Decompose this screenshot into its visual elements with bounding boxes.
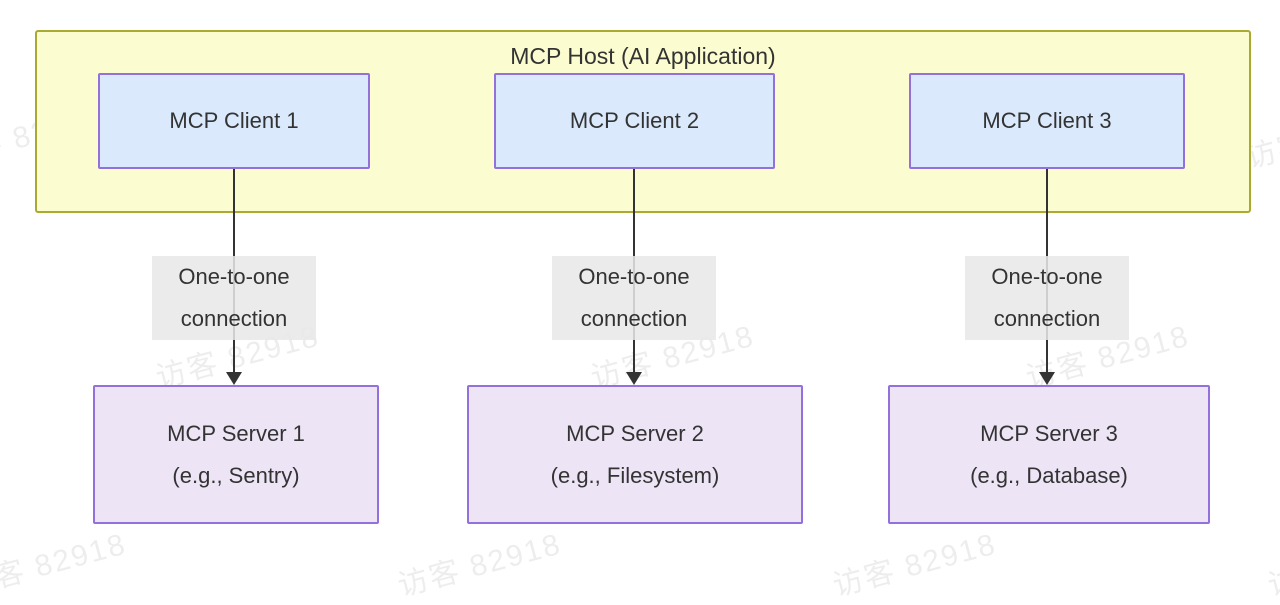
- watermark: 访客 82918: [394, 527, 566, 604]
- connection-label-3-line2: connection: [993, 306, 1101, 331]
- mcp-client-1-node: MCP Client 1: [98, 73, 370, 169]
- mcp-server-1-node: MCP Server 1 (e.g., Sentry): [93, 385, 379, 524]
- watermark: 访客 82918: [829, 527, 1001, 604]
- connection-label-3-line1: One-to-one: [991, 264, 1103, 289]
- connection-label-1-line2: connection: [180, 306, 288, 331]
- mcp-server-3-example: (e.g., Database): [970, 462, 1128, 488]
- connection-label-1-line1: One-to-one: [178, 264, 290, 289]
- connection-label-2-line2: connection: [580, 306, 688, 331]
- arrow-down-icon: [226, 372, 242, 385]
- mcp-client-3-label: MCP Client 3: [982, 108, 1112, 133]
- mcp-server-2-name: MCP Server 2: [566, 420, 704, 446]
- mcp-server-1-example: (e.g., Sentry): [172, 462, 300, 488]
- connection-label-2-line1: One-to-one: [578, 264, 690, 289]
- connection-label-2: One-to-one connection: [552, 256, 716, 340]
- mcp-client-2-node: MCP Client 2: [494, 73, 775, 169]
- mcp-server-2-node: MCP Server 2 (e.g., Filesystem): [467, 385, 803, 524]
- mcp-host-label: MCP Host (AI Application): [510, 43, 776, 69]
- connection-label-3: One-to-one connection: [965, 256, 1129, 340]
- arrow-down-icon: [1039, 372, 1055, 385]
- mcp-client-1-label: MCP Client 1: [169, 108, 299, 133]
- mcp-client-3-node: MCP Client 3: [909, 73, 1185, 169]
- mcp-server-2-example: (e.g., Filesystem): [550, 462, 720, 488]
- arrow-down-icon: [626, 372, 642, 385]
- mcp-server-1-name: MCP Server 1: [167, 420, 305, 446]
- watermark: 访客 82918: [0, 527, 131, 604]
- mcp-server-3-name: MCP Server 3: [980, 420, 1118, 446]
- mcp-client-2-label: MCP Client 2: [569, 108, 700, 133]
- mcp-server-3-node: MCP Server 3 (e.g., Database): [888, 385, 1210, 524]
- connection-label-1: One-to-one connection: [152, 256, 316, 340]
- watermark: 访客 82918: [1264, 528, 1280, 604]
